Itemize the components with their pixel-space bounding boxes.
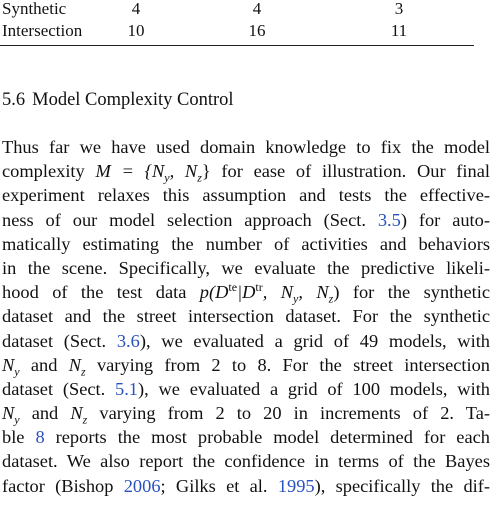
text-line: dataset (Sect. 5.1), we evaluated a grid… xyxy=(2,377,490,401)
text-span: and xyxy=(19,354,69,375)
text-span: ; Gilks et al. xyxy=(160,475,278,496)
text-line: matically estimating the number of activ… xyxy=(2,232,490,256)
math-inline: Nz xyxy=(68,354,86,379)
math-text: N xyxy=(70,403,83,424)
math-superscript: te xyxy=(228,280,238,294)
math-subscript: z xyxy=(81,364,86,379)
table-cell: 16 xyxy=(248,21,266,40)
text-span: varying from 2 to 20 in increments of 2.… xyxy=(87,403,490,424)
math-text: , N xyxy=(262,282,294,303)
math-text: ) xyxy=(333,282,340,303)
text-line: dataset. We also report the confidence i… xyxy=(2,449,490,473)
text-span: dataset (Sect. xyxy=(2,330,117,351)
section-ref-link[interactable]: 3.5 xyxy=(377,209,401,230)
text-line: Thus far we have used domain knowledge t… xyxy=(2,135,490,159)
text-line: dataset and the street intersection data… xyxy=(2,304,490,328)
table-row: Intersection 10 16 11 xyxy=(0,20,474,42)
math-subscript: y xyxy=(164,170,170,185)
table-cell: 3 xyxy=(394,0,404,18)
table-row-label: Synthetic xyxy=(2,0,67,18)
math-inline: M = {Ny, Nz} xyxy=(95,161,211,184)
table-row-label: Intersection xyxy=(2,21,83,40)
text-span: ble xyxy=(2,427,36,448)
math-subscript: y xyxy=(14,364,20,379)
math-text: p(D xyxy=(199,282,229,303)
text-span: ) for auto- xyxy=(400,209,490,230)
text-span: and xyxy=(19,403,71,424)
text-span: Thus far we have used domain knowledge t… xyxy=(2,137,490,157)
math-inline: p(Dte|Dtr, Ny, Nz) xyxy=(199,280,340,305)
section-ref-link[interactable]: 3.6 xyxy=(116,330,140,351)
math-subscript: y xyxy=(293,291,299,306)
math-inline: Nz xyxy=(70,403,87,426)
section-number: 5.6 xyxy=(2,90,26,110)
section-title: Model Complexity Control xyxy=(32,90,234,110)
text-span: ), specifically the dif- xyxy=(314,475,490,496)
text-line: dataset (Sect. 3.6), we evaluated a grid… xyxy=(2,329,490,353)
math-superscript: tr xyxy=(255,280,263,294)
text-line: factor (Bishop 2006; Gilks et al. 1995),… xyxy=(2,474,490,498)
text-line: experiment relaxes this assumption and t… xyxy=(2,183,490,207)
text-span: in the scene. Specifically, we evaluate … xyxy=(2,257,490,278)
body-paragraph: Thus far we have used domain knowledge t… xyxy=(2,135,490,498)
math-text: } xyxy=(201,161,211,182)
citation-link[interactable]: 2006 xyxy=(123,475,161,496)
text-line: hood of the test data p(Dte|Dtr, Ny, Nz)… xyxy=(2,280,490,305)
text-span: ), we evaluated a grid of 49 models, wit… xyxy=(139,330,490,351)
section-heading: 5.6 Model Complexity Control xyxy=(2,88,234,112)
text-span: dataset. We also report the confidence i… xyxy=(2,451,490,472)
math-subscript: z xyxy=(197,170,202,185)
math-subscript: y xyxy=(14,412,20,427)
text-span: factor (Bishop xyxy=(2,475,124,496)
text-span: hood of the test data xyxy=(2,282,200,303)
math-text: N xyxy=(2,403,15,424)
text-line: Ny and Nz varying from 2 to 8. For the s… xyxy=(2,353,490,379)
text-span: dataset and the street intersection data… xyxy=(2,306,490,327)
citation-link[interactable]: 1995 xyxy=(277,475,315,496)
text-span: dataset (Sect. xyxy=(2,378,116,399)
math-text: |D xyxy=(237,282,256,303)
text-line: in the scene. Specifically, we evaluate … xyxy=(2,256,490,280)
table-row: Synthetic 4 4 3 xyxy=(0,0,474,20)
math-text: , N xyxy=(169,161,198,182)
math-subscript: z xyxy=(82,412,88,427)
text-span: varying from 2 to 8. For the street inte… xyxy=(85,354,490,375)
math-text: N xyxy=(2,354,15,375)
table-ref-link[interactable]: 8 xyxy=(35,427,45,448)
text-line: ble 8 reports the most probable model de… xyxy=(2,425,490,449)
table-cell: 10 xyxy=(127,21,145,40)
text-span: experiment relaxes this assumption and t… xyxy=(2,185,490,206)
table-cell: 11 xyxy=(390,21,408,40)
table-cell: 4 xyxy=(252,0,262,18)
text-span: matically estimating the number of activ… xyxy=(2,233,490,254)
text-span: ness of our model selection approach (Se… xyxy=(2,209,378,230)
text-line: Ny and Nz varying from 2 to 20 in increm… xyxy=(2,401,490,426)
text-span: for ease of illustration. Our final xyxy=(210,161,490,182)
math-inline: Ny xyxy=(2,354,20,379)
math-text: , N xyxy=(298,282,329,303)
math-text: M = {N xyxy=(95,161,165,182)
math-inline: Ny xyxy=(2,403,20,426)
table-bottom-rule xyxy=(0,45,474,46)
text-span: ), we evaluated a grid of 100 models, wi… xyxy=(138,378,490,399)
text-span: for the synthetic xyxy=(339,282,490,303)
section-ref-link[interactable]: 5.1 xyxy=(115,378,139,399)
text-span: reports the most probable model determin… xyxy=(44,427,490,448)
math-subscript: z xyxy=(328,291,334,306)
text-line: ness of our model selection approach (Se… xyxy=(2,208,490,232)
table-cell: 4 xyxy=(131,0,141,18)
text-line: complexity M = {Ny, Nz} for ease of illu… xyxy=(2,159,490,184)
math-text: N xyxy=(68,354,81,375)
text-span: complexity xyxy=(2,161,96,182)
